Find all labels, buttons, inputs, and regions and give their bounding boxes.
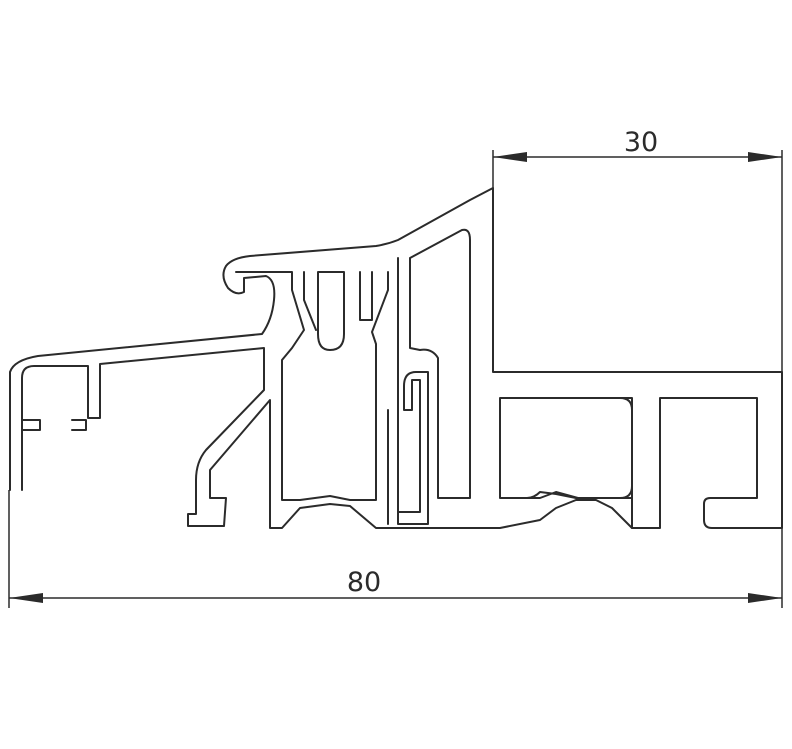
top-dimension: 30 [492,127,783,372]
top-dimension-label: 30 [624,127,658,158]
profile-outline [9,187,783,529]
left-hook [21,347,429,529]
top-dimension-arrow-right [748,152,782,162]
top-dimension-arrow-left [493,152,527,162]
inner-leg [387,228,471,525]
bottom-dimension-arrow-left [9,593,43,603]
bottom-dimension-arrow-right [748,593,782,603]
outer-contour [9,187,783,529]
bottom-dimension: 80 [8,490,783,608]
left-slot-hook [21,419,87,431]
central-channel [235,271,389,501]
bottom-dimension-label: 80 [347,567,381,598]
base-line [427,499,633,529]
middle-cavity [509,397,633,499]
